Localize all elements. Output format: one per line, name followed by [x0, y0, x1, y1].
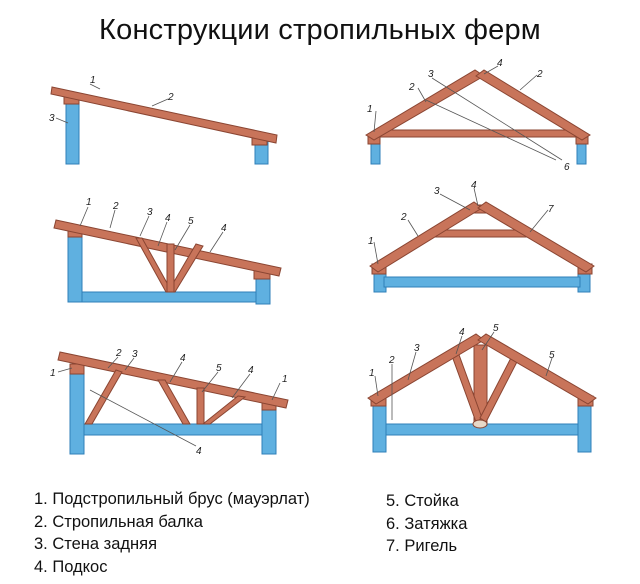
strut [201, 395, 247, 425]
diagram-gable-collar: 1 2 3 4 7 [368, 180, 595, 293]
callout-d5-2: 2 [400, 212, 407, 223]
wall-post-left [67, 231, 83, 303]
legend-item-2: 2. Стропильная балка [34, 512, 203, 531]
wall-post-left [69, 371, 85, 455]
diagram-gable-king-post: 1 2 3 4 5 5 [367, 323, 597, 453]
legend-item-1: 1. Подстропильный брус (мауэрлат) [34, 490, 310, 508]
callout-d4-6: 6 [564, 162, 570, 173]
callout-d2-1: 1 [86, 197, 92, 208]
diagram-lean-to-braced: 1 2 3 4 5 4 [53, 197, 282, 305]
callout-d5-5: 7 [548, 204, 554, 215]
wall-post-left [372, 403, 387, 453]
callout-d1-3: 3 [49, 113, 55, 124]
rafter-right [475, 69, 591, 141]
rafter-right [477, 333, 597, 405]
wall-post-left [65, 99, 80, 165]
callout-d4-2: 2 [408, 82, 415, 93]
callout-d3-5: 5 [216, 363, 222, 374]
wall-post-right [577, 403, 592, 453]
post-joint [472, 419, 488, 429]
strut [157, 379, 191, 425]
diagram-gable-simple: 1 2 3 4 2 6 [365, 58, 591, 173]
callout-d2-5: 5 [188, 216, 194, 227]
callout-d3-6: 4 [248, 365, 254, 376]
king-post [196, 387, 205, 425]
legend-left: 1. Подстропильный брус (мауэрлат) 2. Стр… [34, 488, 310, 578]
diagram-lean-to-long: 1 2 3 4 5 4 1 4 [50, 348, 289, 457]
rafter-beam [57, 351, 289, 409]
diagram-title: Конструкции стропильных ферм [99, 14, 541, 46]
legend-item-4: 4. Подкос [34, 557, 108, 576]
king-post [166, 243, 175, 293]
callout-d3-3: 3 [132, 349, 138, 360]
callout-d3-2: 2 [115, 348, 122, 359]
callout-d4-3: 3 [428, 69, 434, 80]
legend-right: 5. Стойка 6. Затяжка 7. Ригель [386, 490, 467, 558]
legend-item-3: 3. Стена задняя [34, 535, 158, 553]
legend-item-7: 7. Ригель [386, 537, 458, 555]
wall-post-right [261, 407, 277, 455]
callout-d2-6: 4 [221, 223, 227, 234]
callout-d3-4: 4 [180, 353, 186, 364]
callout-d3-8: 4 [196, 446, 202, 457]
callout-d2-2: 2 [112, 201, 119, 212]
strut [167, 243, 204, 293]
callout-d3-1: 1 [50, 368, 56, 379]
callout-d4-4: 4 [497, 58, 503, 69]
tie-beam [383, 276, 581, 288]
callout-d5-4: 4 [471, 180, 477, 191]
tie-beam [377, 129, 579, 138]
callout-d6-4: 4 [459, 327, 465, 338]
rafter-right [477, 201, 595, 273]
callout-d6-1: 1 [369, 368, 375, 379]
rafter-beam [50, 86, 278, 144]
diagram-lean-to-simple: 1 2 3 [49, 75, 278, 165]
legend-item-5: 5. Стойка [386, 492, 459, 510]
callout-d6-2: 2 [388, 355, 395, 366]
callout-d1-1: 1 [90, 75, 96, 86]
callout-d5-1: 1 [368, 236, 374, 247]
callout-d2-4: 4 [165, 213, 171, 224]
callout-d5-3: 3 [434, 186, 440, 197]
callout-d6-5: 5 [493, 323, 499, 334]
wall-post-right [255, 275, 271, 305]
callout-d4-1: 1 [367, 104, 373, 115]
callout-d6-6: 5 [549, 350, 555, 361]
tie-beam [81, 291, 257, 303]
callout-d4-5: 2 [536, 69, 543, 80]
legend-item-6: 6. Затяжка [386, 514, 468, 533]
callout-d2-3: 3 [147, 207, 153, 218]
tie-beam [83, 423, 263, 436]
callout-d3-7: 1 [282, 374, 288, 385]
callout-d6-3: 3 [414, 343, 420, 354]
callout-d1-2: 2 [167, 92, 174, 103]
